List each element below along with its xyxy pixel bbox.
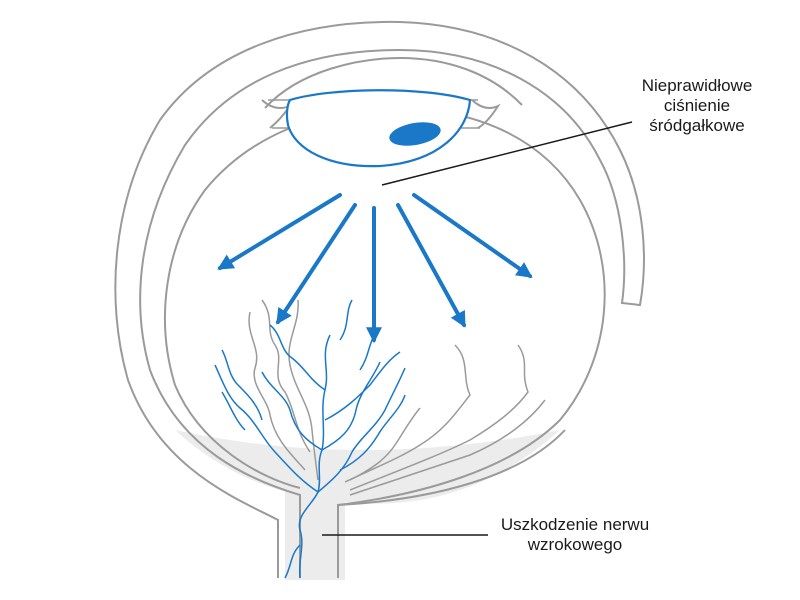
retina-outline xyxy=(164,106,606,578)
lens xyxy=(285,89,472,168)
pressure-label-line-3: śródgałkowe xyxy=(649,116,745,135)
optic-nerve-label: Uszkodzenie nerwu wzrokowego xyxy=(490,515,660,555)
pressure-arrows xyxy=(217,193,533,344)
pressure-label: Nieprawidłowe ciśnienie śródgałkowe xyxy=(622,76,772,136)
pressure-arrow-5 xyxy=(412,193,533,278)
pressure-arrow-1 xyxy=(217,193,342,270)
blood-vessels xyxy=(214,299,406,579)
cornea-outline xyxy=(264,56,523,109)
lower-globe-outline xyxy=(337,429,566,506)
pressure-label-line-1: Nieprawidłowe xyxy=(641,76,753,95)
pressure-label-line-2: ciśnienie xyxy=(663,96,731,115)
pressure-leader-line xyxy=(381,121,633,186)
pupil-spot xyxy=(389,122,441,146)
iris-right xyxy=(471,99,501,129)
pressure-arrow-4 xyxy=(396,203,466,328)
nerve-fibers-grey xyxy=(248,299,546,496)
pressure-arrow-2 xyxy=(276,203,357,325)
sclera-outline xyxy=(114,20,645,578)
nerve-label-line-2: wzrokowego xyxy=(527,535,623,554)
nerve-label-line-1: Uszkodzenie nerwu xyxy=(500,515,650,534)
